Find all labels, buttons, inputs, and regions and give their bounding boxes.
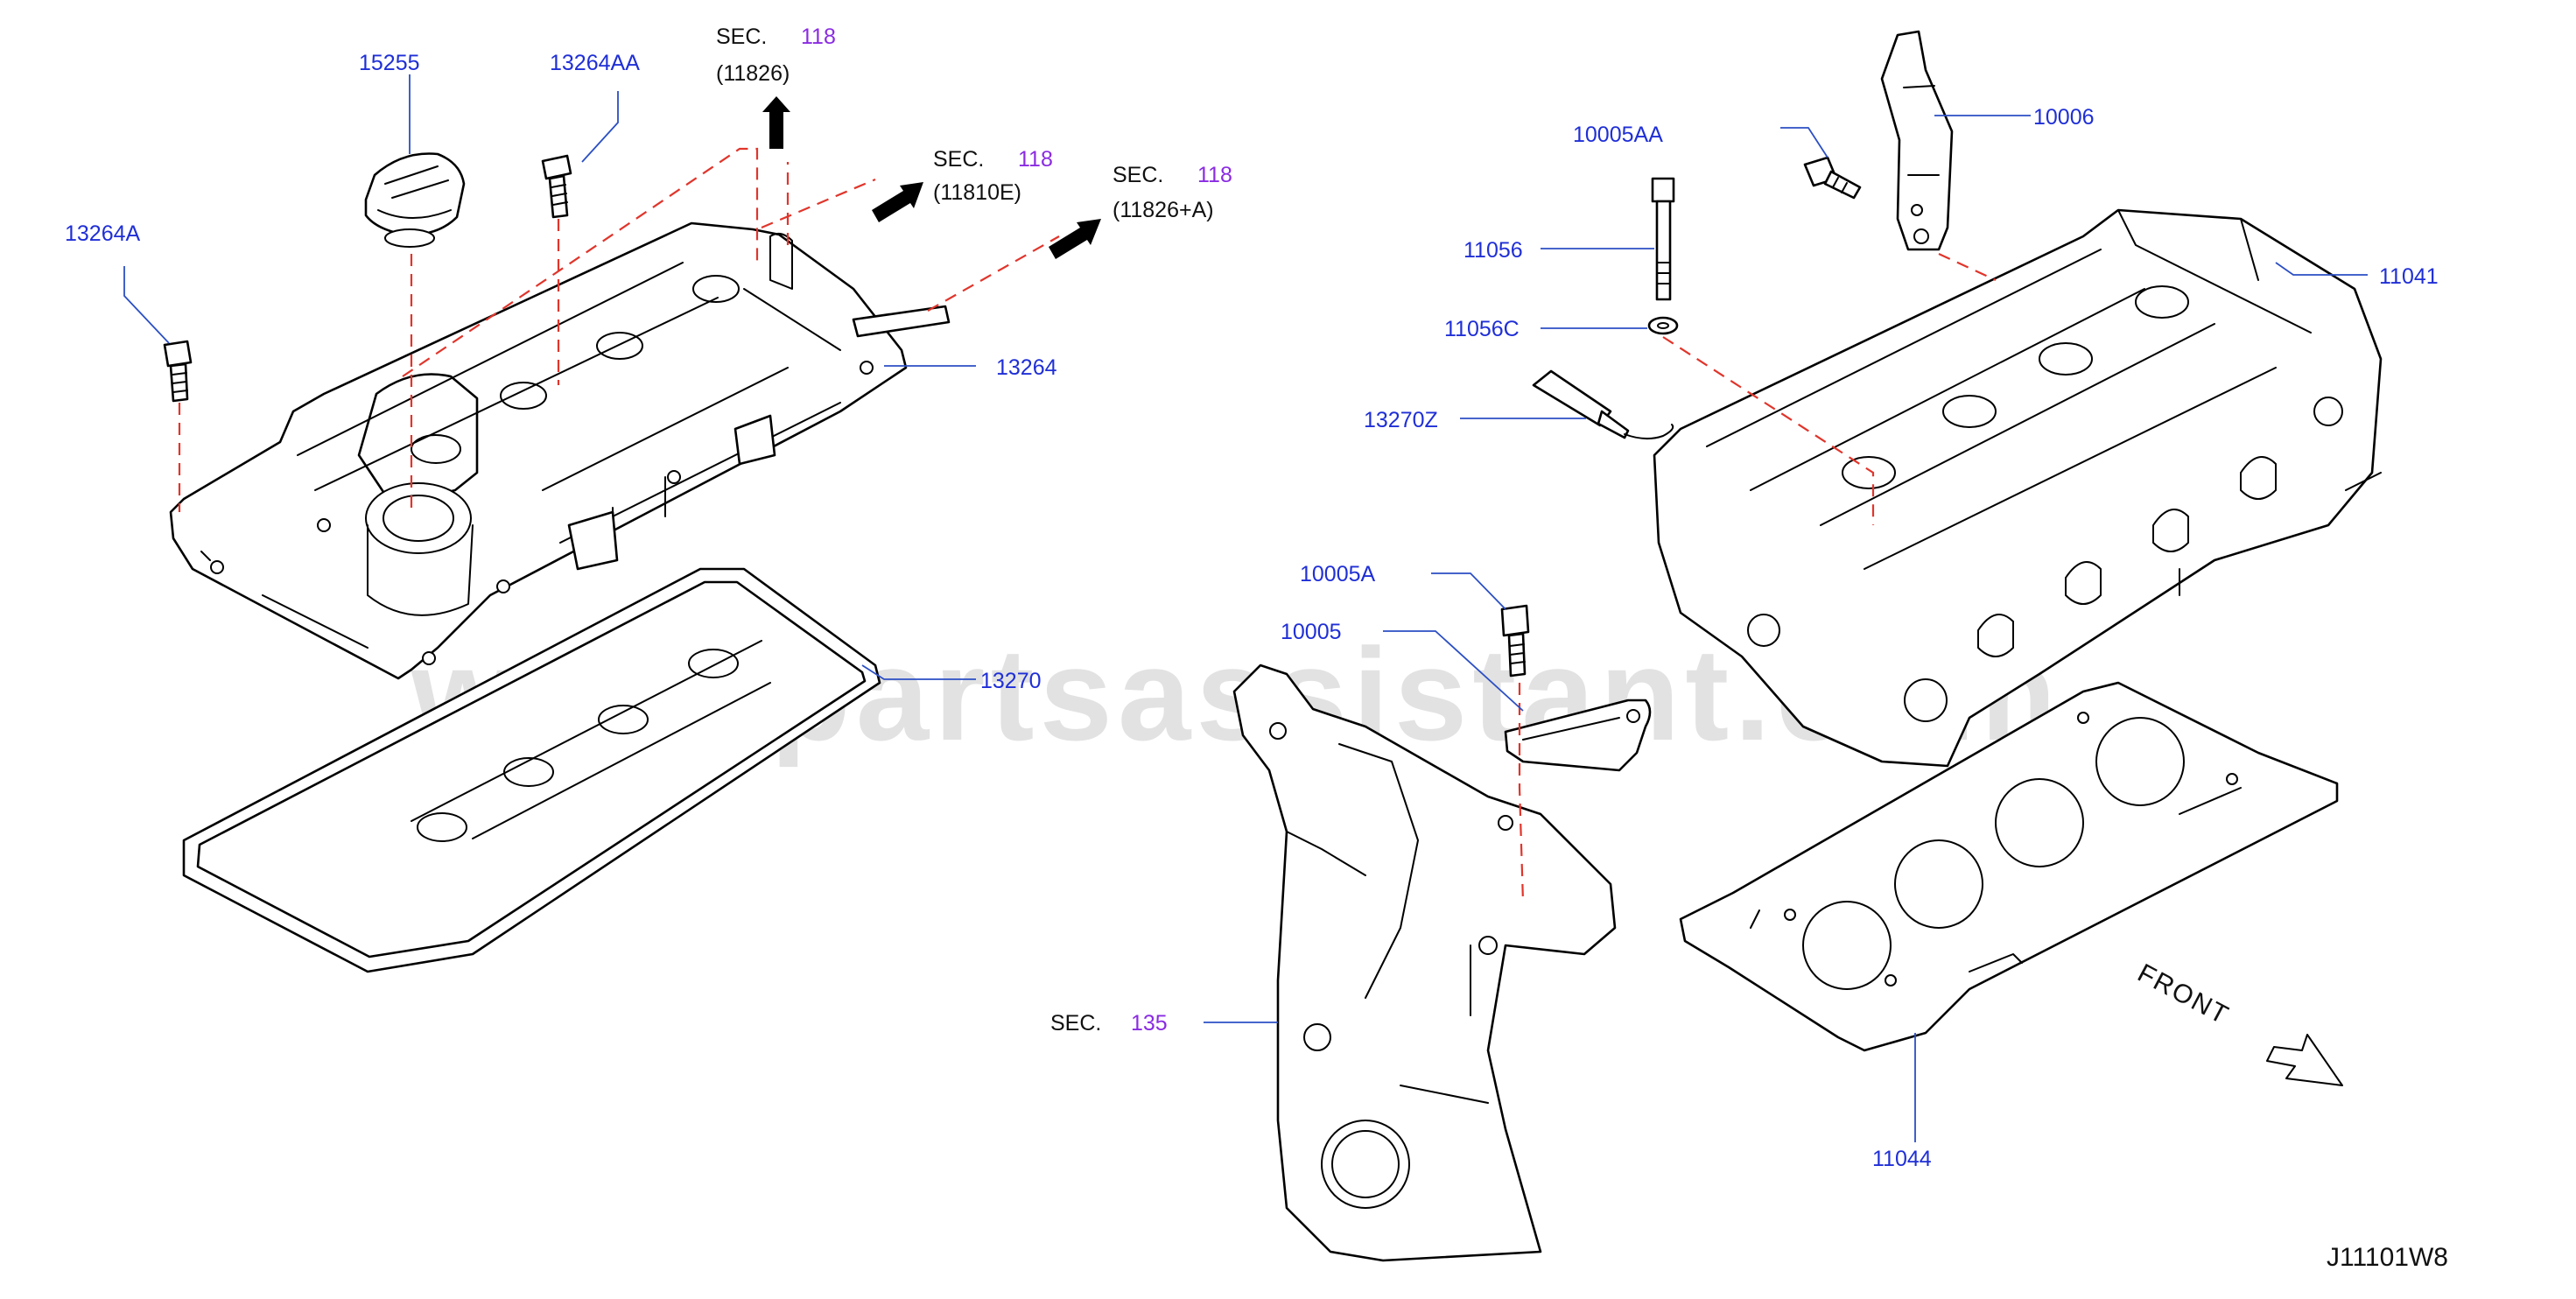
bracket-10005[interactable] xyxy=(1504,699,1652,772)
arrow-upright-icon-2 xyxy=(1049,219,1101,259)
label-13264aa: 13264AA xyxy=(550,51,640,75)
front-label: FRONT xyxy=(2133,958,2235,1030)
svg-text:SEC.: SEC. xyxy=(933,147,984,172)
svg-text:SEC.: SEC. xyxy=(716,25,767,49)
label-10006: 10006 xyxy=(2033,105,2095,130)
section-ref-118-11826[interactable]: SEC. 118 (11826) xyxy=(716,25,836,86)
svg-text:118: 118 xyxy=(1197,163,1232,187)
bolt-10005a[interactable] xyxy=(1500,604,1530,678)
bolt-10005aa[interactable] xyxy=(1803,156,1862,200)
rocker-cover[interactable] xyxy=(169,221,951,680)
svg-text:(11826): (11826) xyxy=(716,61,790,86)
head-bolt-11056[interactable] xyxy=(1651,177,1675,301)
washer-11056c[interactable] xyxy=(1647,316,1679,335)
label-11044: 11044 xyxy=(1872,1147,1932,1171)
arrow-up-icon xyxy=(762,96,790,149)
svg-text:SEC.: SEC. xyxy=(1050,1011,1101,1036)
bracket-10006[interactable] xyxy=(1880,30,1954,251)
svg-text:SEC.: SEC. xyxy=(1113,163,1163,187)
label-13264a: 13264A xyxy=(65,221,141,246)
label-13270: 13270 xyxy=(980,669,1042,693)
sealant-tube-13270z[interactable] xyxy=(1532,369,1674,439)
section-arrows xyxy=(762,96,1101,259)
label-13270z: 13270Z xyxy=(1364,408,1438,432)
dashed-guide-lines xyxy=(178,147,1997,902)
label-13264: 13264 xyxy=(996,355,1057,380)
bolt-13264aa[interactable] xyxy=(541,154,572,219)
front-indicator: FRONT xyxy=(2133,958,2343,1086)
svg-text:135: 135 xyxy=(1131,1011,1168,1036)
cylinder-head[interactable] xyxy=(1653,208,2383,768)
label-10005aa: 10005AA xyxy=(1573,123,1663,147)
label-11056: 11056 xyxy=(1463,238,1523,263)
diagram-code: J11101W8 xyxy=(2327,1243,2448,1272)
label-15255: 15255 xyxy=(359,51,420,75)
oil-filler-cap[interactable] xyxy=(364,152,466,248)
arrow-upright-icon-1 xyxy=(872,182,923,222)
leader-lines xyxy=(123,74,2368,1142)
svg-text:118: 118 xyxy=(1018,147,1053,172)
svg-text:(11826+A): (11826+A) xyxy=(1113,198,1214,222)
front-arrow-icon xyxy=(2266,1034,2343,1086)
section-ref-118-11810e[interactable]: SEC. 118 (11810E) xyxy=(933,147,1053,205)
rocker-cover-gasket[interactable] xyxy=(182,567,881,973)
label-11056c: 11056C xyxy=(1444,317,1520,341)
bolt-13264a[interactable] xyxy=(163,340,193,403)
label-10005a: 10005A xyxy=(1300,562,1376,586)
section-ref-118-11826a[interactable]: SEC. 118 (11826+A) xyxy=(1113,163,1232,222)
label-10005: 10005 xyxy=(1281,620,1342,644)
svg-text:(11810E): (11810E) xyxy=(933,180,1021,205)
label-11041: 11041 xyxy=(2379,264,2439,289)
section-ref-135[interactable]: SEC. 135 xyxy=(1050,1011,1168,1036)
cylinder-head-gasket[interactable] xyxy=(1679,681,2339,1052)
svg-text:118: 118 xyxy=(801,25,836,49)
